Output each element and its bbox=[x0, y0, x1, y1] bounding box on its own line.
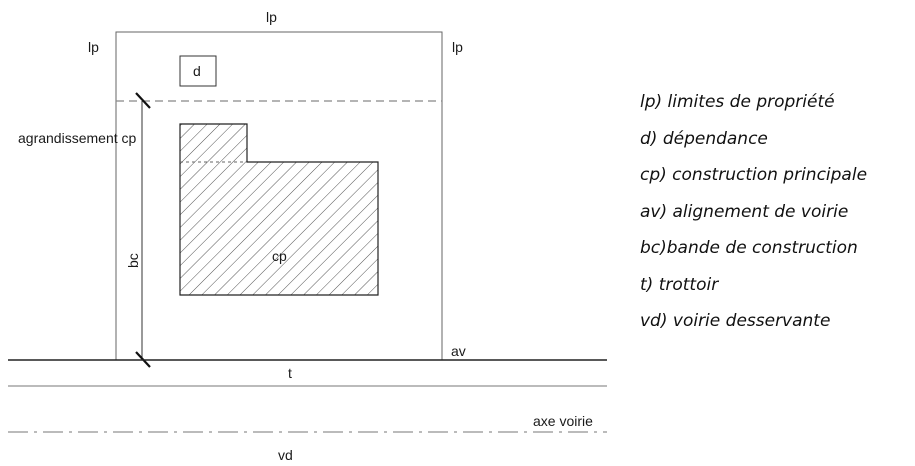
legend-item-cp: cp) construction principale bbox=[640, 165, 868, 185]
legend-item-vd: vd) voirie desservante bbox=[640, 311, 831, 331]
cp-label: cp bbox=[272, 248, 287, 264]
legend-item-lp: lp) limites de propriété bbox=[640, 92, 835, 112]
extension-label: agrandissement cp bbox=[18, 130, 137, 146]
vd-label: vd bbox=[278, 447, 293, 463]
road-axis-label: axe voirie bbox=[533, 413, 593, 429]
legend: lp) limites de propriété d) dépendance c… bbox=[640, 84, 867, 340]
dependance-box bbox=[179, 55, 217, 87]
lp-top-label: lp bbox=[266, 9, 277, 25]
av-label: av bbox=[451, 343, 466, 359]
bc-top-tick bbox=[135, 92, 151, 109]
dependance-label: d bbox=[193, 63, 201, 79]
bc-label: bc bbox=[125, 253, 141, 268]
t-label: t bbox=[288, 365, 292, 381]
legend-item-t: t) trottoir bbox=[640, 274, 719, 295]
legend-item-d: d) dépendance bbox=[640, 128, 768, 149]
main-construction-shape bbox=[179, 123, 379, 296]
lp-right-label: lp bbox=[452, 39, 463, 55]
lp-left-label: lp bbox=[88, 39, 99, 55]
legend-item-bc: bc)bande de construction bbox=[640, 238, 858, 258]
legend-item-av: av) alignement de voirie bbox=[640, 201, 849, 222]
